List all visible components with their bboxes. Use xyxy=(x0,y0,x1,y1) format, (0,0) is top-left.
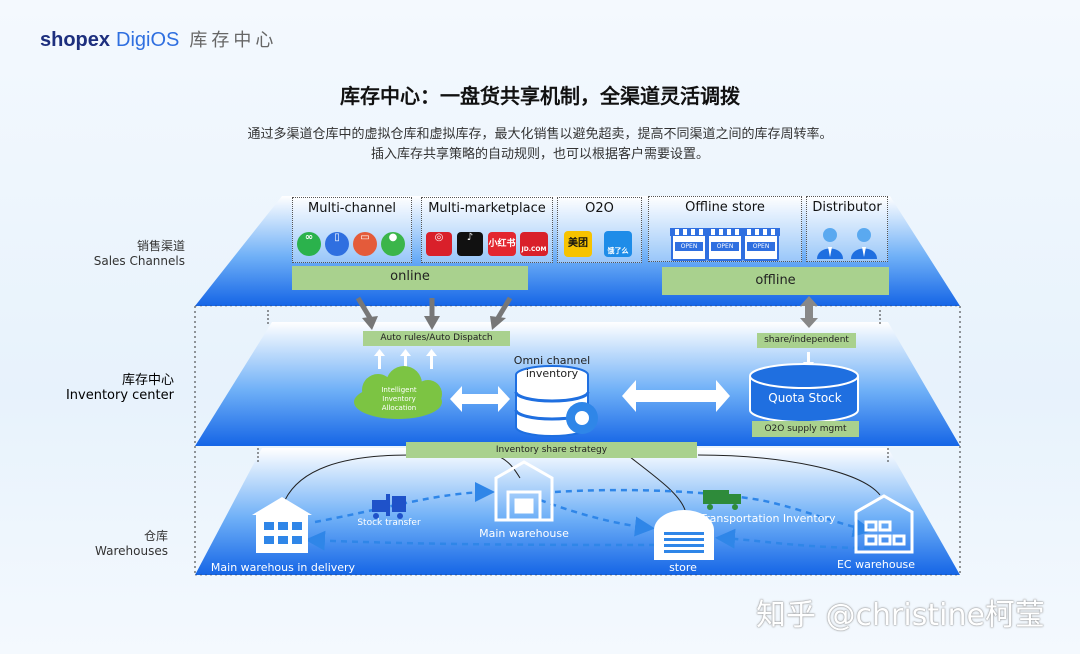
intelligent-line-2: Inventory xyxy=(382,395,416,403)
o2o-supply-bar: O2O supply mgmt xyxy=(752,421,859,437)
distributor-title: Distributor xyxy=(812,200,882,215)
distributor-box: Distributor xyxy=(806,196,888,262)
intelligent-allocation-label: Intelligent Inventory Allocation xyxy=(358,386,440,413)
database-icon xyxy=(514,365,598,437)
omni-line-2: inventory xyxy=(525,367,579,380)
main-delivery-warehouse-icon xyxy=(252,497,312,553)
offline-store-title: Offline store xyxy=(685,200,765,215)
quota-stock-label: Quota Stock xyxy=(768,391,842,405)
jd-icon: JD.COM xyxy=(520,232,548,256)
person-icon xyxy=(817,228,843,259)
person-icon xyxy=(851,228,877,259)
store-front-icon: OPEN xyxy=(742,228,780,261)
wechat-icon: ● xyxy=(381,232,405,256)
desktop-icon: ▭ xyxy=(353,232,377,256)
stock-transfer-label: Stock transfer xyxy=(357,518,421,528)
product-name-cn: 库存中心 xyxy=(189,30,278,51)
ec-warehouse-icon xyxy=(854,494,914,554)
omni-to-intelligent-arrow xyxy=(450,386,510,412)
share-independent-bar: share/independent xyxy=(757,333,856,348)
store-front-icon: OPEN xyxy=(706,228,744,261)
warehouse-layer-label: 仓库 Warehouses xyxy=(0,529,168,559)
o2o-title: O2O xyxy=(585,201,614,216)
main-delivery-label: Main warehous in delivery xyxy=(210,561,356,574)
store-open-sign: OPEN xyxy=(675,242,703,251)
intelligent-line-1: Intelligent xyxy=(381,386,417,394)
subtitle-line-1: 通过多渠道仓库中的虚拟仓库和虚拟库存，最大化销售以避免超卖，提高不同渠道之间的库… xyxy=(247,127,833,142)
main-warehouse-label: Main warehouse xyxy=(479,527,569,540)
product-name: DigiOS xyxy=(116,29,180,51)
offline-store-box: Offline store OPEN OPEN OPEN xyxy=(648,196,802,262)
omni-to-quota-arrow xyxy=(622,380,730,412)
meituan-icon: 美团 xyxy=(564,231,592,257)
truck-icon xyxy=(703,490,741,510)
forklift-icon xyxy=(372,494,406,519)
douyin-icon: ♪ xyxy=(457,232,483,256)
multi-channel-title: Multi-channel xyxy=(308,201,396,216)
omni-channel-label: Omni channel inventory xyxy=(498,354,606,380)
tmall-icon: ◎ xyxy=(426,232,452,256)
tablet-icon: ▯ xyxy=(325,232,349,256)
offline-bar: offline xyxy=(662,267,889,295)
multi-marketplace-title: Multi-marketplace xyxy=(428,201,546,216)
store-front-icon: OPEN xyxy=(670,228,708,261)
subtitle-line-2: 插入库存共享策略的自动规则，也可以根据客户需要设置。 xyxy=(370,147,709,162)
warehouse-label-en: Warehouses xyxy=(95,544,168,558)
store-open-sign: OPEN xyxy=(711,242,739,251)
auto-rules-bar: Auto rules/Auto Dispatch xyxy=(363,331,510,346)
store-label: store xyxy=(669,561,697,574)
online-bar: online xyxy=(292,266,528,290)
omni-line-1: Omni channel xyxy=(513,354,591,367)
store-icon xyxy=(654,510,714,560)
intelligent-line-3: Allocation xyxy=(381,404,417,412)
transport-label: Transportation Inventory xyxy=(700,512,836,525)
quota-stock-cylinder xyxy=(749,363,859,423)
inventory-label-cn: 库存中心 xyxy=(121,373,174,388)
ec-warehouse-label: EC warehouse xyxy=(836,558,916,571)
inventory-layer-label: 库存中心 Inventory center xyxy=(4,373,174,403)
page-title: 库存中心：一盘货共享机制，全渠道灵活调拨 xyxy=(340,84,740,108)
mini-program-icon: ∞ xyxy=(297,232,321,256)
multi-marketplace-box: Multi-marketplace ◎ ♪ 小红书 JD.COM xyxy=(421,197,553,263)
warehouse-label-cn: 仓库 xyxy=(143,529,168,543)
eleme-icon: 饿了么 xyxy=(604,231,632,257)
o2o-box: O2O 美团 饿了么 xyxy=(557,197,642,263)
xiaohongshu-icon: 小红书 xyxy=(488,232,516,256)
sales-label-cn: 销售渠道 xyxy=(136,239,185,253)
inventory-label-en: Inventory center xyxy=(65,388,174,403)
sales-layer-label: 销售渠道 Sales Channels xyxy=(15,239,185,269)
multi-channel-box: Multi-channel ∞ ▯ ▭ ● xyxy=(292,197,412,263)
store-open-sign: OPEN xyxy=(747,242,775,251)
cloud-shape xyxy=(354,366,442,419)
brand-name: shopex xyxy=(40,29,111,51)
warehouse-layer xyxy=(195,448,960,575)
share-strategy-bar: Inventory share strategy xyxy=(406,442,697,458)
online-to-auto-arrows xyxy=(355,296,513,320)
watermark: 知乎 @christine柯莹 xyxy=(756,598,1045,633)
main-warehouse-icon xyxy=(494,460,554,522)
sales-label-en: Sales Channels xyxy=(93,254,185,268)
